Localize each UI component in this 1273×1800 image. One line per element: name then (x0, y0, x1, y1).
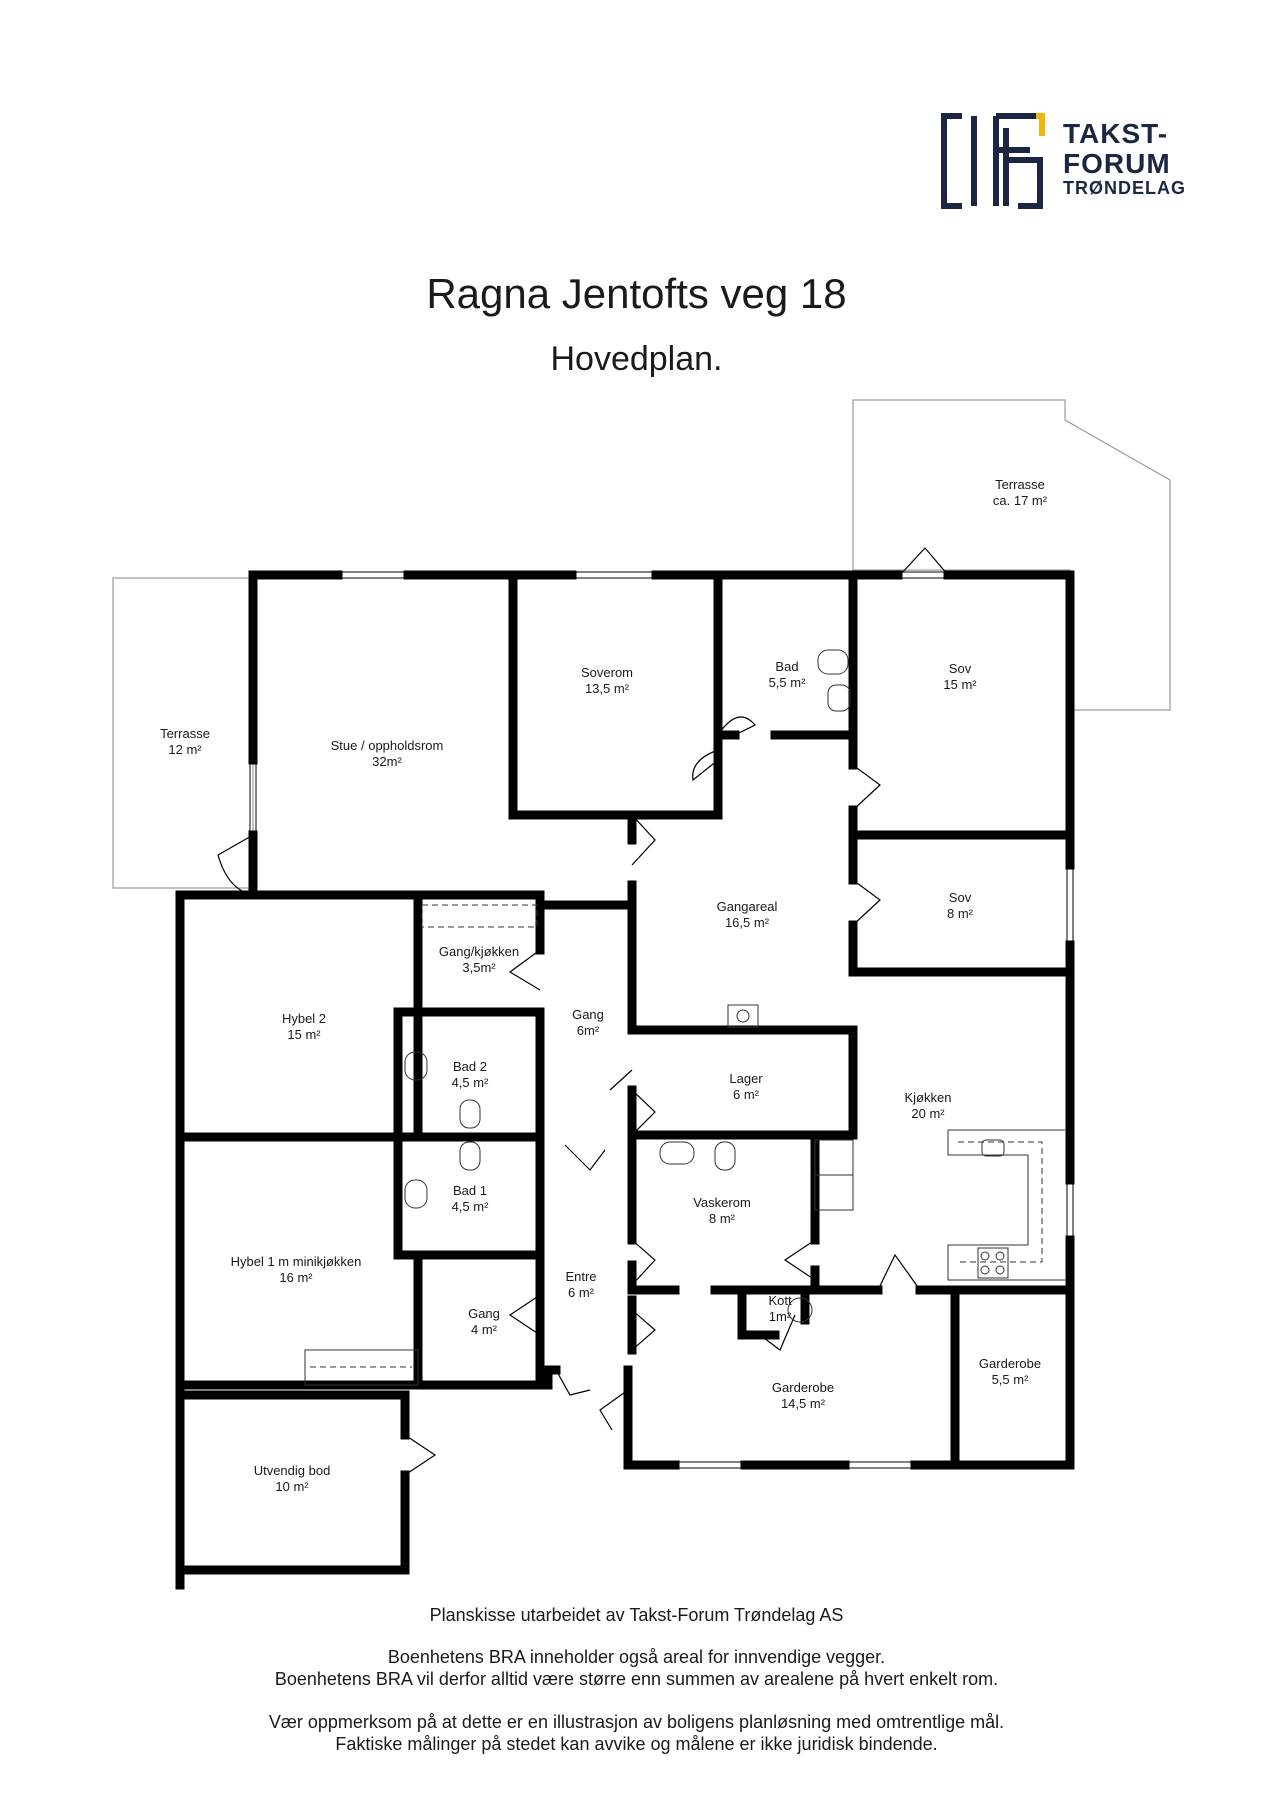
footer-credit: Planskisse utarbeidet av Takst-Forum Trø… (429, 1605, 844, 1625)
footer-note-2: Faktiske målinger på stedet kan avvike o… (335, 1734, 938, 1754)
logo-line3: TRØNDELAG (1063, 178, 1186, 198)
page-title: Ragna Jentofts veg 18 (426, 270, 847, 317)
footer-bra-1: Boenhetens BRA inneholder også areal for… (387, 1647, 886, 1667)
page-subtitle: Hovedplan. (550, 340, 723, 378)
logo-line2: FORUM (1063, 148, 1171, 179)
footer-note-1: Vær oppmerksom på at dette er en illustr… (268, 1712, 1005, 1732)
terrace-top-outline (852, 399, 1171, 711)
footer-bra-2: Boenhetens BRA vil derfor alltid være st… (274, 1669, 999, 1689)
takst-forum-logo-icon (941, 113, 1045, 209)
logo-line1: TAKST- (1063, 118, 1169, 149)
